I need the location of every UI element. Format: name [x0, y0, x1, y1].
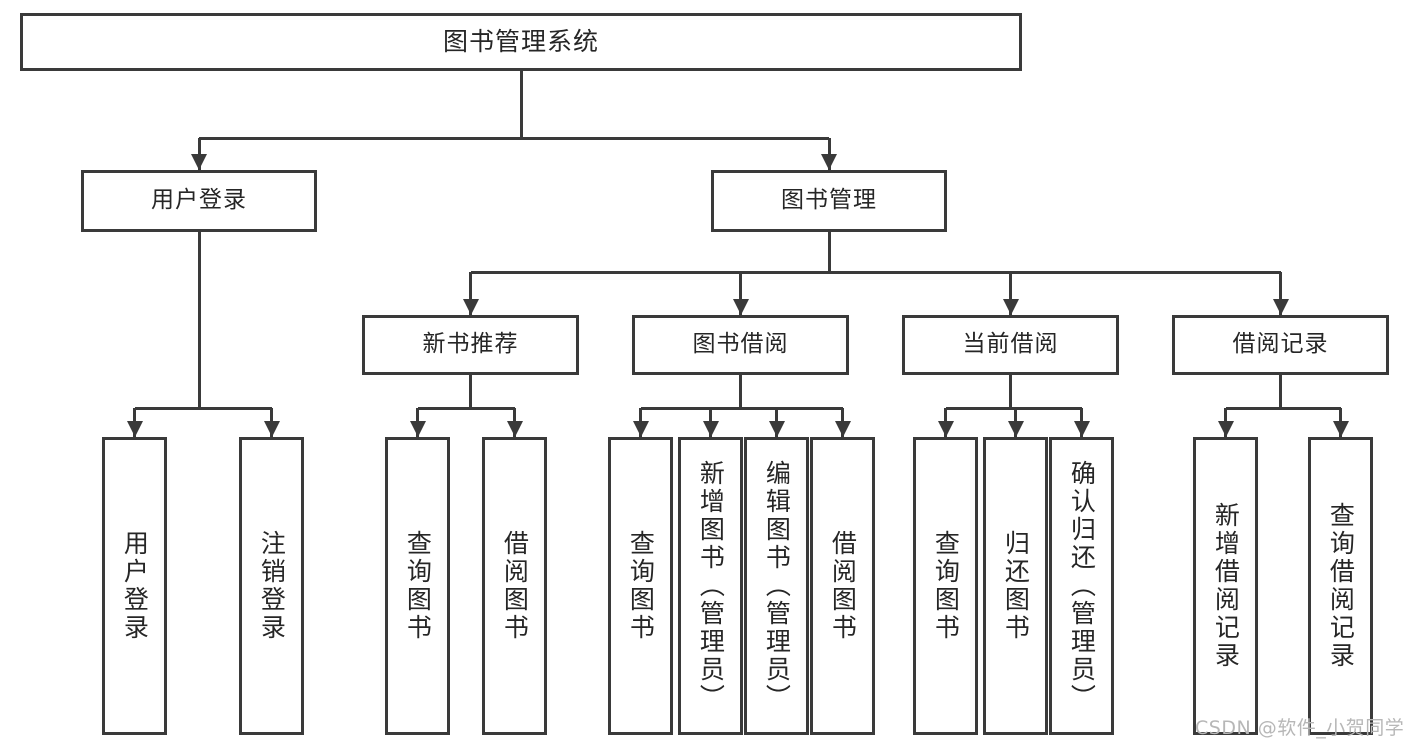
arrowhead-icon: [732, 299, 749, 315]
node-level1-1[interactable]: 用户登录: [81, 170, 317, 232]
node-leaf-8-label: 借阅图书: [828, 530, 858, 642]
connector-leaf-stem: [1009, 375, 1012, 408]
node-root-label: 图书管理系统: [442, 27, 599, 57]
node-leaf-13-label: 查询借阅记录: [1326, 502, 1356, 670]
node-level2-3-label: 当前借阅: [962, 331, 1059, 358]
node-leaf-6-label: 新增图书（管理员）: [696, 460, 726, 712]
connector-to-level2: [1279, 272, 1282, 315]
arrowhead-icon: [1272, 299, 1289, 315]
arrowhead-icon: [462, 299, 479, 315]
arrowhead-icon: [1007, 421, 1024, 437]
node-leaf-4-label: 借阅图书: [500, 530, 530, 642]
node-leaf-5-label: 查询图书: [626, 530, 656, 642]
connector-leaf-stem: [469, 375, 472, 408]
node-leaf-2-label: 注销登录: [257, 530, 287, 642]
node-leaf-4[interactable]: 借阅图书: [482, 437, 547, 735]
node-level2-1[interactable]: 新书推荐: [362, 315, 579, 375]
node-leaf-1-label: 用户登录: [120, 530, 150, 642]
arrowhead-icon: [702, 421, 719, 437]
arrowhead-icon: [937, 421, 954, 437]
node-level1-2[interactable]: 图书管理: [711, 170, 947, 232]
connector-leaf-bus: [1225, 406, 1341, 410]
connector-leaf-bus: [417, 406, 515, 410]
arrowhead-icon: [1002, 299, 1019, 315]
node-leaf-3-label: 查询图书: [403, 530, 433, 642]
node-level2-2-label: 图书借阅: [692, 331, 789, 358]
arrowhead-icon: [632, 421, 649, 437]
node-leaf-9[interactable]: 查询图书: [913, 437, 978, 735]
node-leaf-7[interactable]: 编辑图书（管理员）: [744, 437, 809, 735]
connector-level2-stem: [827, 232, 831, 272]
connector-leaf-stem: [197, 232, 201, 408]
connector-leaf-stem: [1279, 375, 1282, 408]
node-level2-3[interactable]: 当前借阅: [902, 315, 1119, 375]
connector-level1-bus: [199, 136, 829, 140]
node-leaf-8[interactable]: 借阅图书: [810, 437, 875, 735]
connector-root-stem: [519, 71, 523, 138]
node-level2-4[interactable]: 借阅记录: [1172, 315, 1389, 375]
arrowhead-icon: [768, 421, 785, 437]
arrowhead-icon: [1217, 421, 1234, 437]
connector-to-level2: [469, 272, 472, 315]
node-leaf-5[interactable]: 查询图书: [608, 437, 673, 735]
arrowhead-icon: [1332, 421, 1349, 437]
arrowhead-icon: [126, 421, 143, 437]
node-leaf-1[interactable]: 用户登录: [102, 437, 167, 735]
node-leaf-12-label: 新增借阅记录: [1211, 502, 1241, 670]
node-level2-1-label: 新书推荐: [422, 331, 519, 358]
node-leaf-9-label: 查询图书: [931, 530, 961, 642]
connector-to-level2: [739, 272, 742, 315]
arrowhead-icon: [191, 154, 207, 170]
node-leaf-6[interactable]: 新增图书（管理员）: [678, 437, 743, 735]
node-leaf-10[interactable]: 归还图书: [983, 437, 1048, 735]
csdn-watermark: CSDN @软件_小贺同学: [1195, 717, 1405, 739]
connector-leaf-bus: [640, 406, 843, 410]
connector-leaf-bus: [945, 406, 1082, 410]
connector-level2-bus: [470, 270, 1281, 274]
node-leaf-13[interactable]: 查询借阅记录: [1308, 437, 1373, 735]
connector-to-level2: [1009, 272, 1012, 315]
connector-leaf-stem: [739, 375, 742, 408]
connector-leaf-bus: [134, 406, 272, 410]
node-leaf-7-label: 编辑图书（管理员）: [762, 460, 792, 712]
arrowhead-icon: [821, 154, 837, 170]
node-leaf-2[interactable]: 注销登录: [239, 437, 304, 735]
node-leaf-11-label: 确认归还（管理员）: [1067, 460, 1097, 712]
node-level2-4-label: 借阅记录: [1232, 331, 1329, 358]
node-leaf-12[interactable]: 新增借阅记录: [1193, 437, 1258, 735]
node-leaf-11[interactable]: 确认归还（管理员）: [1049, 437, 1114, 735]
arrowhead-icon: [263, 421, 280, 437]
node-level1-2-label: 图书管理: [781, 187, 877, 214]
node-root[interactable]: 图书管理系统: [20, 13, 1022, 71]
arrowhead-icon: [1073, 421, 1090, 437]
node-leaf-3[interactable]: 查询图书: [385, 437, 450, 735]
node-leaf-10-label: 归还图书: [1001, 530, 1031, 642]
arrowhead-icon: [834, 421, 851, 437]
arrowhead-icon: [506, 421, 523, 437]
node-level1-1-label: 用户登录: [151, 187, 247, 214]
node-level2-2[interactable]: 图书借阅: [632, 315, 849, 375]
arrowhead-icon: [409, 421, 426, 437]
